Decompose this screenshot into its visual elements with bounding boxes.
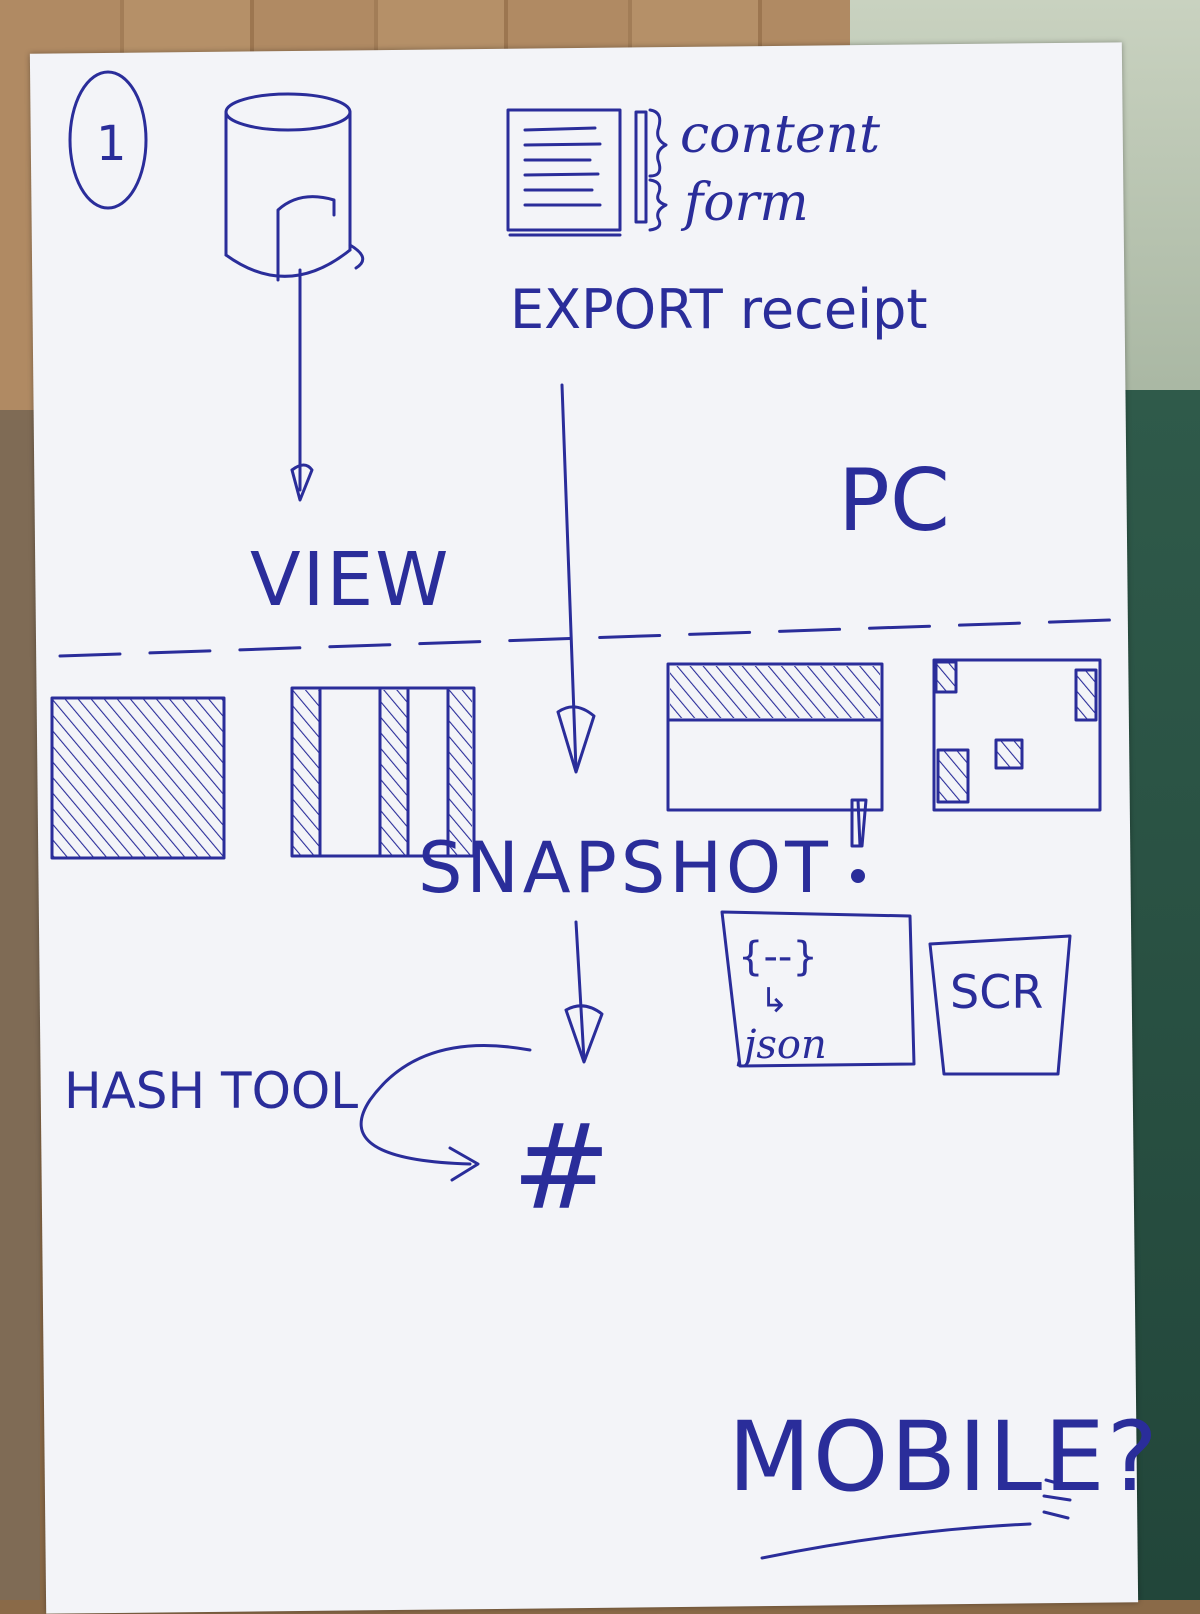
scr-label: SCR xyxy=(950,965,1043,1019)
step-marker: 1 xyxy=(68,70,148,210)
mobile-emphasis-marks xyxy=(1042,1478,1072,1520)
export-receipt-label: EXPORT receipt xyxy=(510,278,928,341)
arrow-export-to-snapshot xyxy=(556,383,596,774)
screenshot-output-box: SCR xyxy=(928,934,1072,1076)
mobile-label: MOBILE? xyxy=(728,1401,1160,1513)
layout-thumbnail-corners xyxy=(932,658,1102,812)
json-label: json xyxy=(736,1022,827,1068)
separator-line xyxy=(58,618,1112,658)
form-label: form xyxy=(680,173,809,233)
hash-tool-label: HASH TOOL xyxy=(64,1062,358,1120)
layout-thumbnail-columns xyxy=(290,686,476,858)
mobile-underline xyxy=(760,1522,1032,1560)
document-icon xyxy=(506,108,668,237)
json-arrow: ↳ xyxy=(760,981,789,1021)
view-label: VIEW xyxy=(250,537,450,623)
pc-label: PC xyxy=(838,451,950,551)
snapshot-label: SNAPSHOT xyxy=(418,827,832,909)
arrow-hash-tool-to-hash xyxy=(359,1044,532,1182)
arrow-snapshot-to-hash xyxy=(564,920,604,1064)
layout-thumbnail-header xyxy=(666,662,884,883)
arrow-db-to-view xyxy=(290,268,314,502)
left-background xyxy=(0,410,40,1600)
json-output-box: {--} ↳ json xyxy=(720,910,916,1068)
database-icon xyxy=(224,92,365,282)
content-label: content xyxy=(680,105,880,165)
layout-thumbnail-full xyxy=(50,696,226,860)
hash-symbol: # xyxy=(512,1098,611,1236)
json-braces: {--} xyxy=(738,934,818,980)
step-number: 1 xyxy=(96,116,127,172)
